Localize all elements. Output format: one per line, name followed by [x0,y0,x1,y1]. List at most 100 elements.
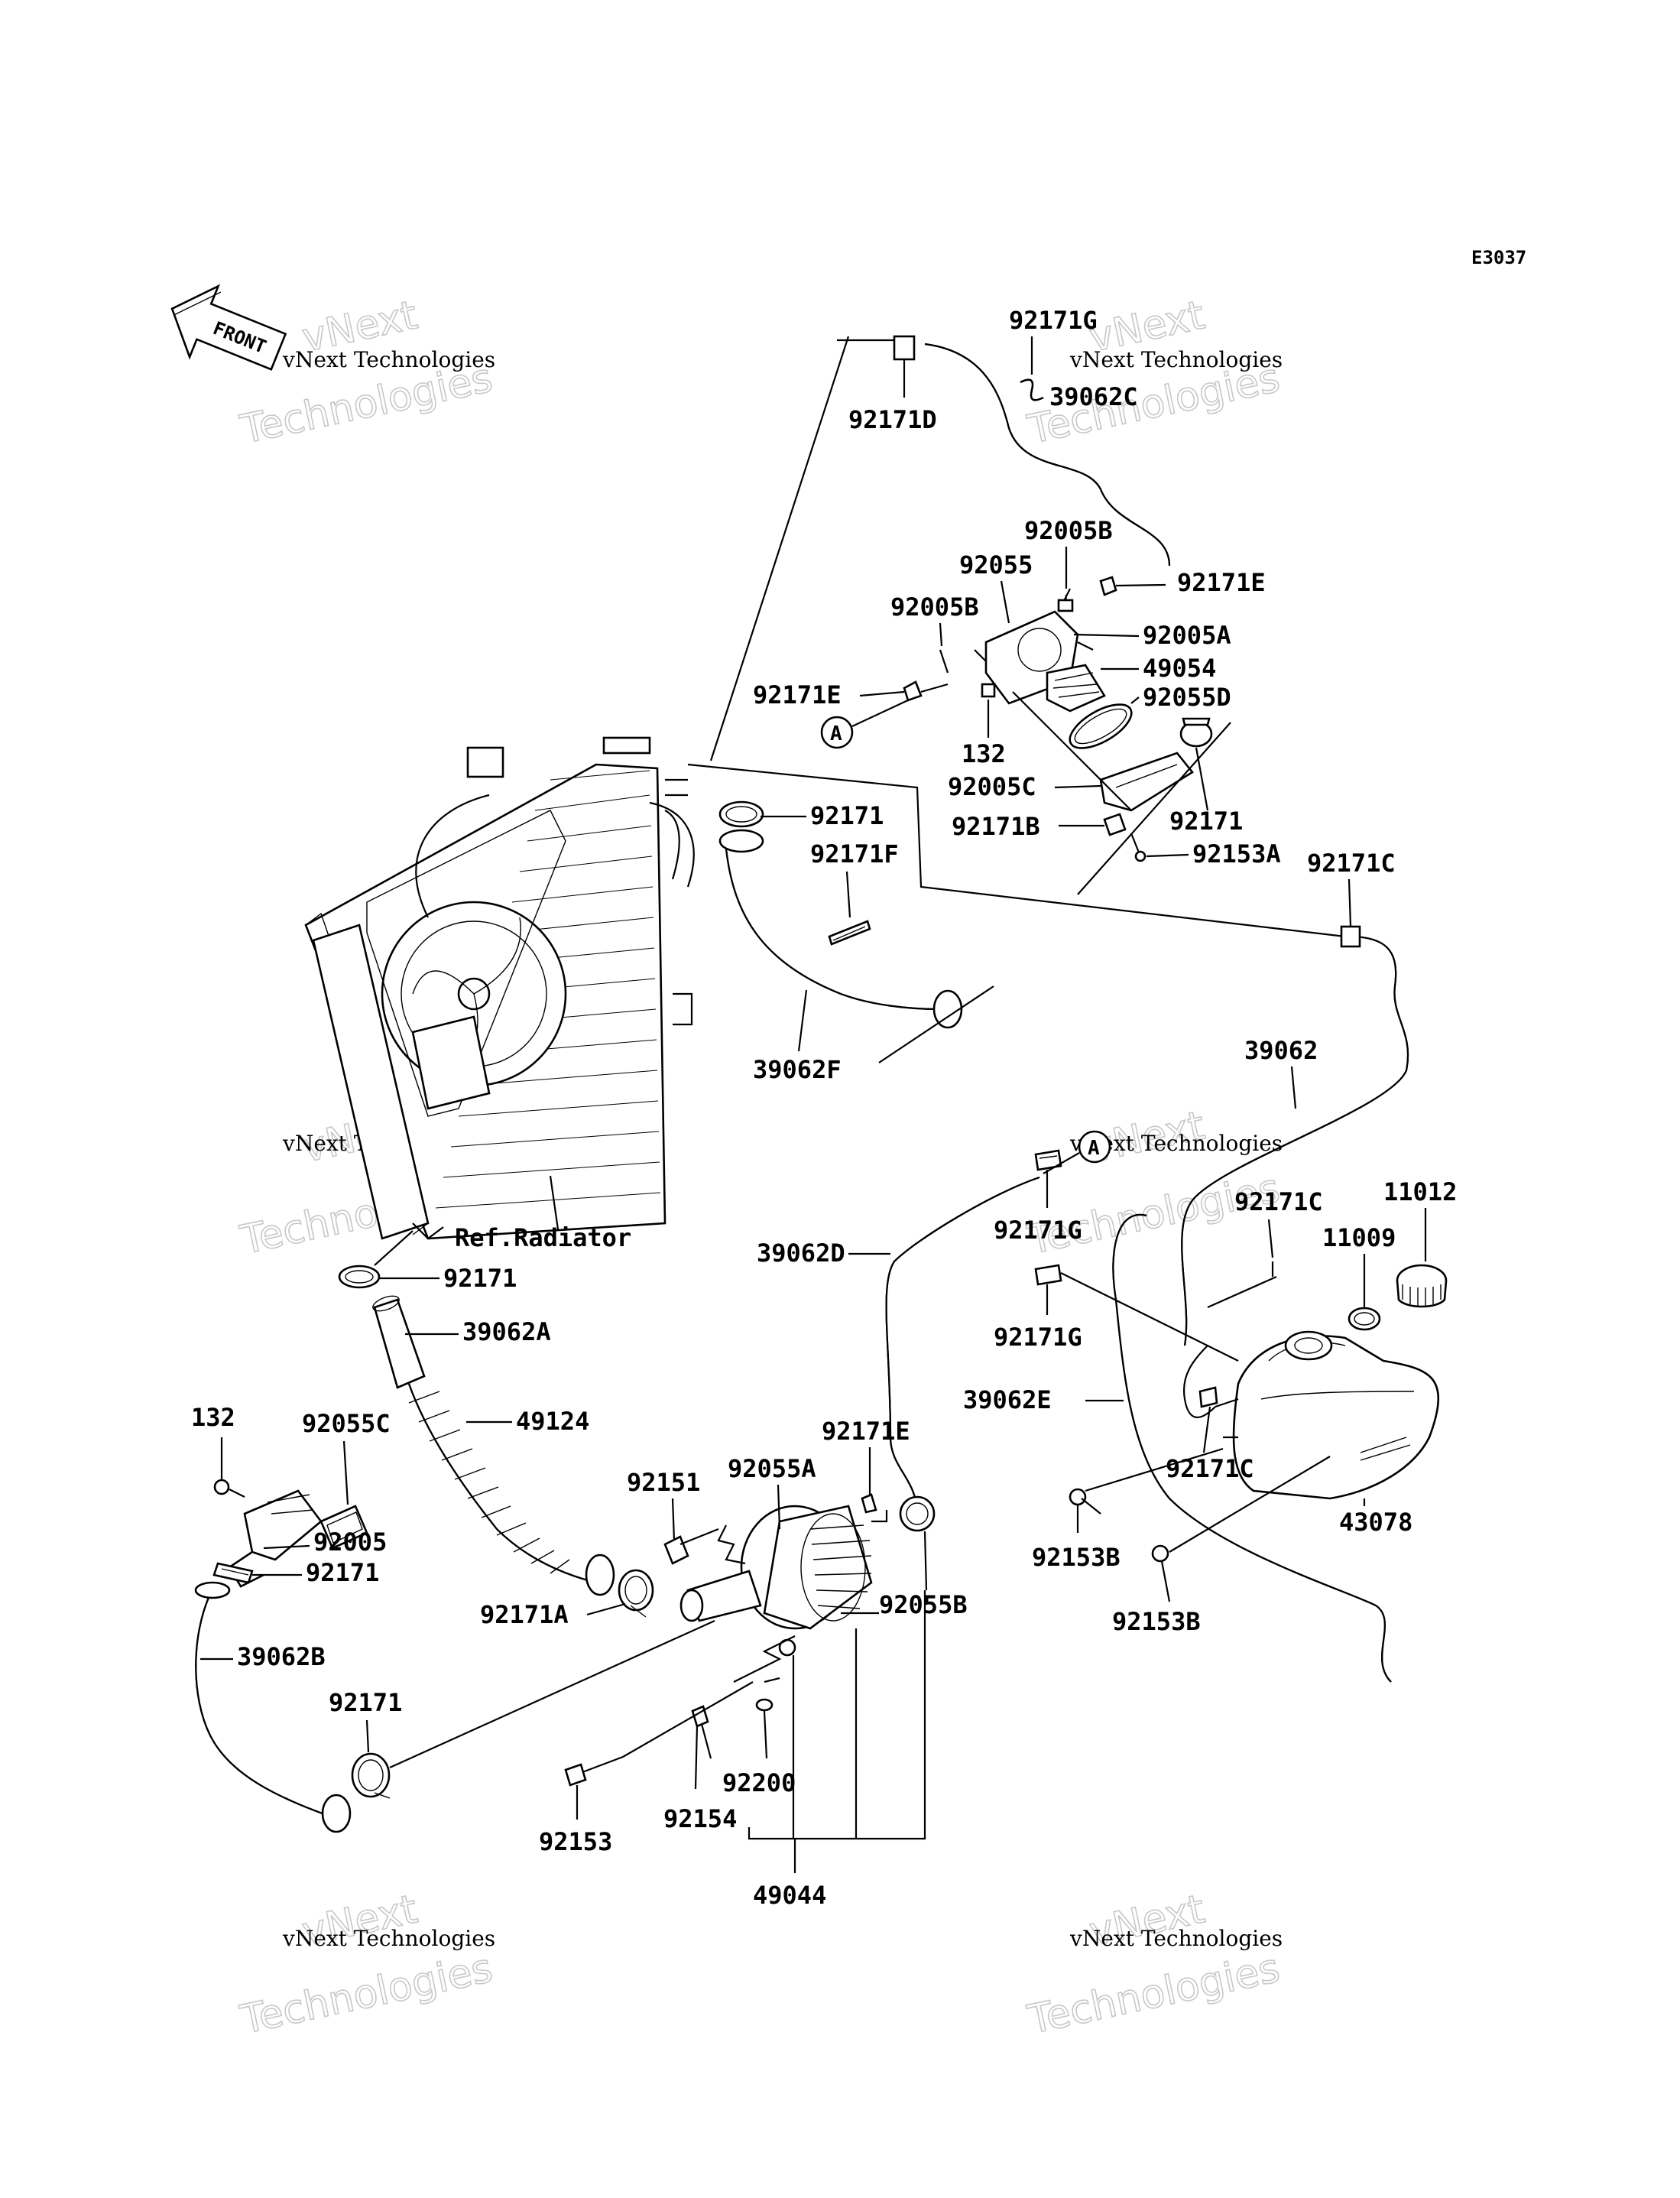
reservoir-tank [1215,1330,1440,1500]
bolt-132-left [213,1479,230,1495]
label-92171e-pump: 92171E [822,1417,910,1446]
thermostat-housing [974,610,1194,812]
label-92055c: 92055C [302,1409,391,1438]
label-92171d: 92171D [848,405,937,434]
svg-text:Technologies: Technologies [236,1946,496,2044]
label-ref-radiator: Ref.Radiator [455,1223,631,1252]
label-92005b-a: 92005B [1024,516,1113,545]
label-92171g-mid1: 92171G [994,1216,1082,1245]
label-92153b-b: 92153B [1112,1607,1201,1636]
hose-39062a [372,1295,426,1389]
bolt-92005b-b [939,649,949,674]
bolt-92153a [1130,833,1146,862]
callout-a-mid: A [1043,1130,1111,1174]
label-92171-bottom: 92171 [329,1688,402,1717]
hose-39062d [885,1176,1040,1515]
label-92055a: 92055A [728,1454,816,1483]
clamp-92171-top [718,800,764,828]
clamp-92171-right [1179,717,1213,748]
hose-49124 [407,1383,615,1596]
label-92171g-top: 92171G [1009,306,1098,335]
label-92171g-mid2: 92171G [994,1323,1082,1352]
bolt-92153b-a [1069,1488,1101,1515]
label-132-left: 132 [191,1403,235,1432]
bolt-92153 [564,1755,624,1787]
watermark-bottom-left: vNext vNext Technologies Technologies [235,1886,497,2044]
clamp-92171b [1103,813,1127,836]
bolt-132-top [981,683,996,698]
bolt-92151 [663,1528,719,1565]
label-11009: 11009 [1322,1223,1396,1252]
svg-text:A: A [1088,1137,1100,1160]
svg-text:A: A [830,722,842,745]
clip-92171g-mid1 [1034,1149,1062,1171]
clamp-92171g-top [1020,378,1044,401]
label-92171b: 92171B [952,812,1040,841]
label-92005c: 92005C [948,772,1036,801]
radiator-assembly [304,736,695,1240]
label-39062a: 39062A [462,1317,551,1346]
label-39062d: 39062D [757,1239,845,1268]
bolt-92153b-b [1151,1544,1169,1563]
label-92005a: 92005A [1143,621,1231,650]
svg-text:vNext Technologies: vNext Technologies [282,347,495,372]
label-49044: 49044 [753,1881,826,1910]
cap-11012 [1396,1264,1448,1308]
gasket-92055c [319,1505,368,1550]
washer-92200 [755,1698,774,1712]
clamp-92171a [618,1569,654,1618]
svg-text:Technologies: Technologies [1023,1946,1283,2044]
clamp-92171-left [212,1562,254,1584]
clamp-92171c-low [1198,1386,1218,1408]
label-92171a: 92171A [480,1600,569,1629]
front-arrow-icon: FRONT [170,284,287,371]
oring-92055b [899,1495,936,1532]
label-92055: 92055 [959,550,1033,580]
hose-39062f [718,829,963,1029]
bolt-92005b-a [1057,588,1074,612]
hose-39062c [924,343,1171,567]
watermark-top-right: vNext vNext Technologies Technologies [1023,292,1284,454]
clamp-92171-rad [338,1265,381,1289]
label-92171-left: 92171 [306,1558,379,1587]
label-11012: 11012 [1383,1177,1457,1206]
label-92055b: 92055B [879,1590,968,1619]
label-92171f: 92171F [810,839,899,868]
watermark-bottom-right: vNext vNext Technologies Technologies [1023,1886,1284,2044]
label-132-top: 132 [962,739,1006,768]
svg-text:vNext Technologies: vNext Technologies [1069,347,1283,372]
callout-a-top: A [820,699,910,749]
diagram-code: E3037 [1471,247,1526,268]
clamp-92171e-left [903,680,949,702]
clamp-92171e-top [1099,576,1166,596]
label-92171-top: 92171 [810,801,884,830]
label-92153b-a: 92153B [1032,1543,1121,1572]
label-92171-rad: 92171 [443,1264,517,1293]
label-92005: 92005 [313,1528,387,1557]
label-39062b: 39062B [237,1642,326,1671]
hose-39062 [1181,935,1409,1346]
clamp-92171d [893,335,916,361]
label-92153a: 92153A [1192,839,1281,868]
label-92005b-b: 92005B [890,593,979,622]
clamp-92171-bottom [351,1752,391,1799]
water-pump [679,1505,888,1657]
label-92153: 92153 [539,1827,612,1856]
label-92171c-low: 92171C [1166,1454,1254,1483]
hose-39062b [194,1581,352,1833]
label-92171c-top: 92171C [1307,849,1396,878]
gasket-11009 [1348,1307,1381,1331]
label-92151: 92151 [627,1468,700,1497]
svg-text:vNext Technologies: vNext Technologies [282,1926,495,1951]
clamp-92171e-pump [861,1493,877,1514]
label-49124: 49124 [516,1407,589,1436]
label-92171-right: 92171 [1169,807,1243,836]
label-49054: 49054 [1143,654,1216,683]
bolt-92154 [691,1705,712,1759]
label-92171e-top: 92171E [1177,568,1266,597]
label-39062c: 39062C [1049,382,1138,411]
label-92171c-mid: 92171C [1234,1187,1323,1216]
hose-39062e [1112,1213,1392,1683]
